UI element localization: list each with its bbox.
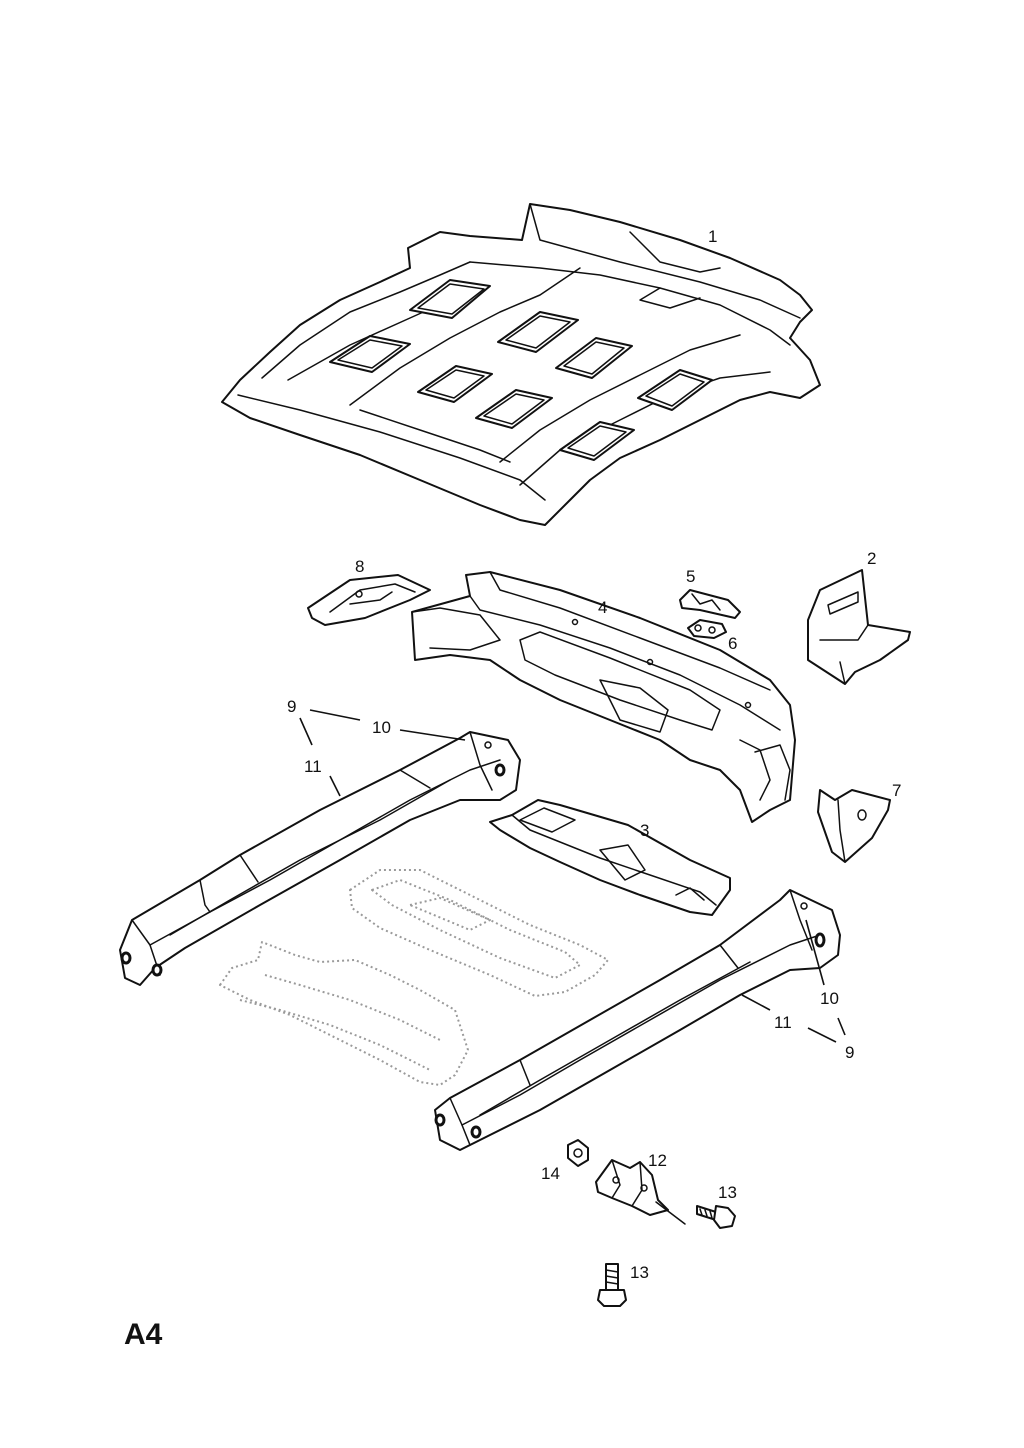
callout-labels: 1 2 3 4 5 6 7 8 9 10 11 10 11 9 12 13 13… bbox=[287, 227, 901, 1282]
cross-member-center bbox=[489, 799, 731, 916]
callout-13-lower: 13 bbox=[630, 1263, 649, 1282]
callout-13-upper: 13 bbox=[718, 1183, 737, 1202]
callout-10-right: 10 bbox=[820, 989, 839, 1008]
callout-10-left: 10 bbox=[372, 718, 391, 737]
bracket-right-upper bbox=[807, 569, 911, 685]
leader-lines bbox=[299, 709, 846, 1043]
bolt bbox=[696, 1205, 736, 1229]
callout-9-right: 9 bbox=[845, 1043, 854, 1062]
callout-14: 14 bbox=[541, 1164, 560, 1183]
callout-11-left: 11 bbox=[304, 757, 322, 776]
callout-6: 6 bbox=[728, 634, 737, 653]
rear-cross-member bbox=[411, 571, 796, 823]
callout-11-right: 11 bbox=[774, 1013, 792, 1032]
mount-bracket bbox=[595, 1159, 686, 1225]
bracket-left bbox=[307, 574, 431, 626]
bracket-right-lower bbox=[817, 789, 891, 863]
ghost-floor-reference bbox=[219, 869, 609, 1086]
longitudinal-left bbox=[119, 731, 521, 986]
callout-3: 3 bbox=[640, 821, 649, 840]
clip-upper bbox=[679, 589, 741, 619]
clip-lower bbox=[687, 619, 727, 639]
sheet-label: A4 bbox=[124, 1318, 163, 1351]
callout-5: 5 bbox=[686, 567, 695, 586]
callout-7: 7 bbox=[892, 781, 901, 800]
callout-1: 1 bbox=[708, 227, 717, 246]
callout-8: 8 bbox=[355, 557, 364, 576]
callout-9-left: 9 bbox=[287, 697, 296, 716]
longitudinal-right bbox=[434, 889, 841, 1151]
callout-2: 2 bbox=[867, 549, 876, 568]
bolt bbox=[597, 1263, 627, 1307]
nut bbox=[567, 1139, 589, 1167]
callout-4: 4 bbox=[598, 598, 607, 617]
callout-12: 12 bbox=[648, 1151, 667, 1170]
floor-panel bbox=[221, 203, 821, 526]
